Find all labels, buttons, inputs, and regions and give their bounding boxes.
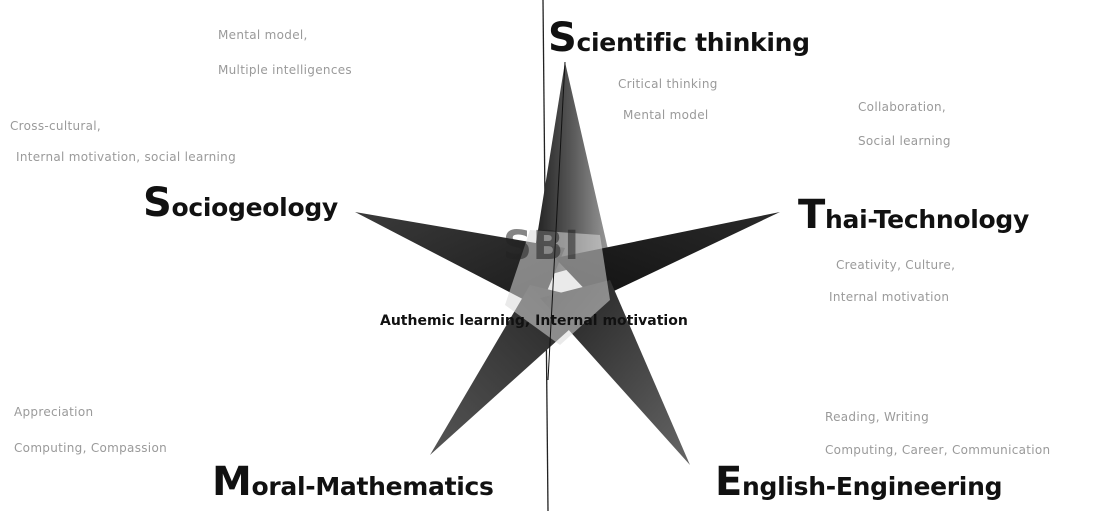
title-rest: ociogeology xyxy=(171,193,339,222)
note-socio-2: Internal motivation, social learning xyxy=(16,150,236,164)
note-top-left-2: Multiple intelligences xyxy=(218,63,352,77)
title-rest: nglish-Engineering xyxy=(742,472,1003,501)
point-title-socio: Sociogeology xyxy=(143,183,338,223)
star-core xyxy=(505,230,610,345)
note-moral-1: Appreciation xyxy=(14,405,94,419)
initial-letter: T xyxy=(798,192,825,238)
note-moral-2: Computing, Compassion xyxy=(14,441,167,455)
note-english-2: Computing, Career, Communication xyxy=(825,443,1051,457)
star-arm-top xyxy=(530,62,610,280)
initial-letter: M xyxy=(212,459,252,505)
point-title-english: English-Engineering xyxy=(715,462,1002,502)
title-rest: oral-Mathematics xyxy=(251,472,494,501)
center-tagline: Authemic learning, Internal motivation xyxy=(380,313,688,329)
note-thai-2: Internal motivation xyxy=(829,290,950,304)
center-vertical-stroke xyxy=(547,61,566,381)
note-top-left-1: Mental model, xyxy=(218,28,308,42)
initial-letter: S xyxy=(143,180,172,226)
point-title-thai: Thai-Technology xyxy=(798,195,1029,235)
initial-letter: E xyxy=(715,459,743,505)
point-title-scientific: Scientific thinking xyxy=(548,18,810,58)
note-socio-1: Cross-cultural, xyxy=(10,119,102,133)
note-top-right-1: Collaboration, xyxy=(858,100,946,114)
point-title-moral: Moral-Mathematics xyxy=(212,462,494,502)
note-thai-1: Creativity, Culture, xyxy=(836,258,956,272)
title-rest: hai-Technology xyxy=(825,205,1029,234)
note-scientific-1: Critical thinking xyxy=(618,77,718,91)
center-acronym: SBI xyxy=(503,223,581,269)
note-top-right-2: Social learning xyxy=(858,134,951,148)
title-rest: cientific thinking xyxy=(576,28,811,57)
star-arm-right xyxy=(555,212,780,300)
note-scientific-2: Mental model xyxy=(623,108,709,122)
note-english-1: Reading, Writing xyxy=(825,410,929,424)
initial-letter: S xyxy=(548,15,577,61)
